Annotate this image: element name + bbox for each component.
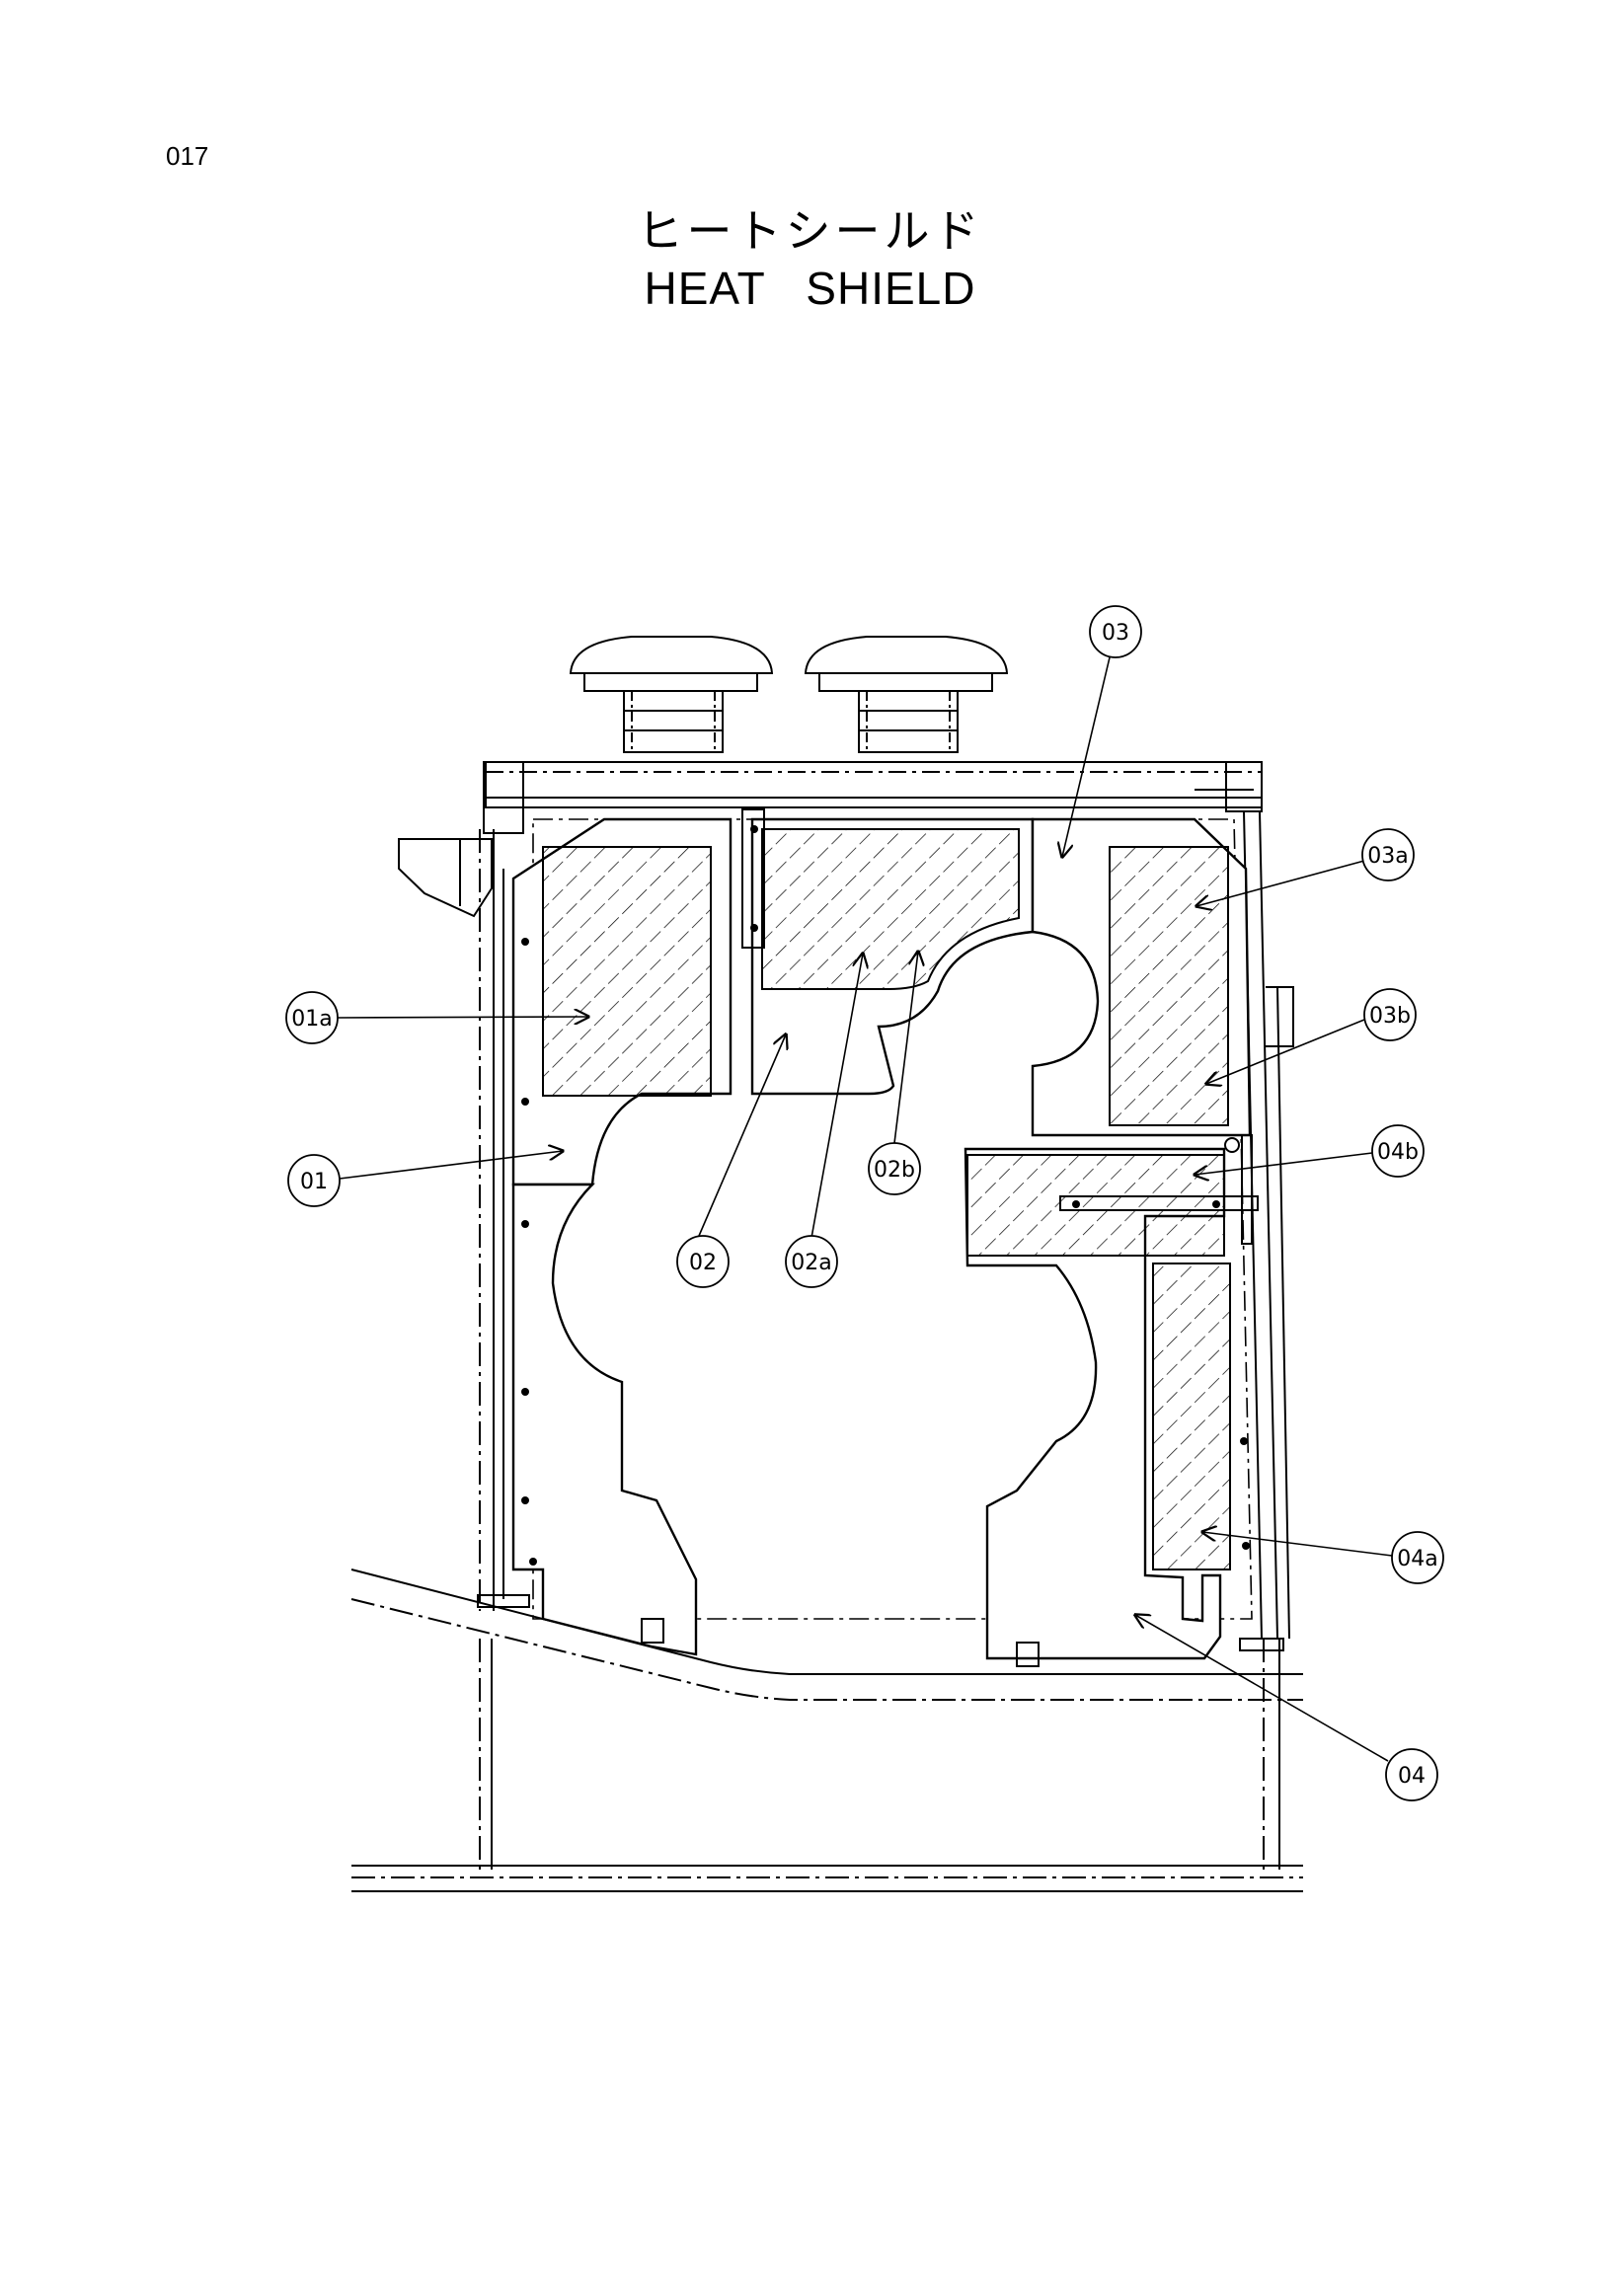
- callout-label: 04a: [1397, 1547, 1437, 1571]
- air-cleaner-left: [569, 636, 774, 753]
- callout-03a: 03a: [1361, 828, 1415, 881]
- upper-frame: [483, 761, 1263, 834]
- callout-04b: 04b: [1371, 1124, 1425, 1178]
- callout-label: 01a: [291, 1007, 332, 1032]
- air-cleaner-right: [804, 636, 1009, 753]
- callouts: 03 03a 01a 03b 01 02b 04b 02: [285, 605, 1444, 1801]
- callout-02a: 02a: [785, 1235, 838, 1288]
- bottom-frame: [350, 1569, 1303, 1892]
- callout-03b: 03b: [1363, 988, 1417, 1041]
- callout-label: 04b: [1377, 1140, 1419, 1165]
- callout-02b: 02b: [868, 1142, 921, 1195]
- callout-label: 01: [300, 1170, 328, 1194]
- callout-04: 04: [1385, 1748, 1438, 1801]
- callout-04a: 04a: [1391, 1531, 1444, 1584]
- callout-label: 03: [1102, 621, 1129, 646]
- bolts: [521, 825, 1250, 1566]
- left-bracket: [398, 838, 493, 918]
- callout-03: 03: [1089, 605, 1142, 658]
- callout-label: 02b: [874, 1158, 915, 1183]
- callout-label: 03a: [1367, 844, 1408, 869]
- callout-label: 02a: [791, 1251, 831, 1275]
- title-english: HEAT SHIELD: [644, 263, 976, 314]
- callout-01a: 01a: [285, 991, 339, 1044]
- heat-shield-lower-body: [511, 1183, 698, 1656]
- heat-shield-04: [964, 1147, 1226, 1660]
- brackets-detail: [641, 808, 1259, 1667]
- page-title: ヒートシールド HEAT SHIELD: [0, 202, 1620, 317]
- page-number: 017: [166, 141, 209, 171]
- leader-lines: [337, 656, 1393, 1762]
- left-frame: [477, 829, 530, 1870]
- callout-label: 04: [1398, 1764, 1426, 1789]
- title-japanese: ヒートシールド: [637, 204, 983, 258]
- callout-label: 02: [689, 1251, 717, 1275]
- callout-01: 01: [287, 1154, 341, 1207]
- callout-label: 03b: [1369, 1004, 1411, 1029]
- callout-02: 02: [676, 1235, 730, 1288]
